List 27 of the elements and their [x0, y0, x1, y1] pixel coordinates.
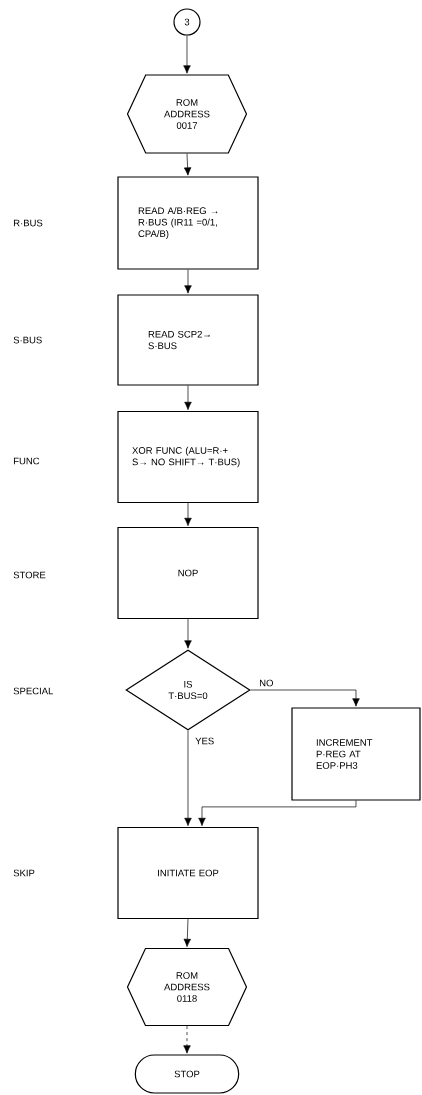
arrow — [184, 502, 192, 527]
arrow — [184, 618, 192, 649]
process-box: INCREMENT P·REG AT EOP·PH3 — [291, 707, 421, 801]
row-label: SPECIAL — [13, 687, 53, 695]
row-label: S·BUS — [13, 336, 42, 344]
address-hexagon: ROM ADDRESS 0017 — [126, 74, 248, 154]
arrow — [183, 35, 191, 74]
arrow — [198, 800, 357, 826]
process-box: XOR FUNC (ALU=R·+ S→ NO SHIFT→ T·BUS) — [117, 410, 259, 504]
process-box: READ A/B·REG → R·BUS (IR11 =0/1, CPA/B) — [117, 176, 259, 270]
arrow — [184, 269, 192, 294]
edge-label: YES — [194, 736, 216, 746]
row-label: R·BUS — [14, 219, 43, 227]
edge-label: NO — [258, 678, 275, 688]
process-box: READ SCP2→ S·BUS — [117, 294, 259, 386]
arrow — [183, 1025, 191, 1054]
arrow — [250, 689, 360, 707]
arrow — [183, 153, 192, 176]
row-label: SKIP — [13, 869, 35, 877]
arrow — [184, 385, 192, 411]
row-label: STORE — [13, 571, 46, 579]
process-box: NOP — [117, 526, 259, 620]
address-hexagon: ROM ADDRESS 0118 — [126, 947, 248, 1027]
process-box: INITIATE EOP — [117, 826, 259, 920]
arrow — [184, 730, 192, 826]
arrow — [183, 918, 191, 947]
row-label: FUNC — [14, 457, 40, 465]
